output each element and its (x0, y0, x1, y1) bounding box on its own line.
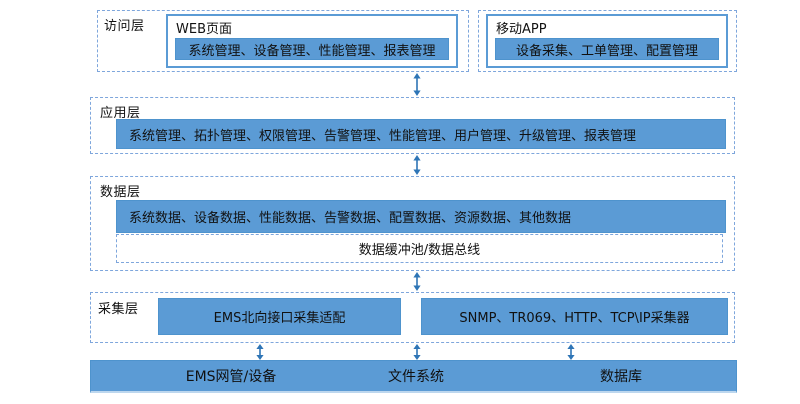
collection-layer-label: 采集层 (98, 302, 139, 317)
source-file-system-label: 文件系统 (388, 369, 444, 385)
mobile-app-title: 移动APP (496, 22, 547, 37)
bidirectional-arrow-icon (413, 344, 421, 360)
application-layer-container: 应用层 系统管理、拓扑管理、权限管理、告警管理、性能管理、用户管理、升级管理、报… (90, 97, 735, 154)
collection-layer-container: 采集层 EMS北向接口采集适配 SNMP、TR069、HTTP、TCP\IP采集… (90, 292, 735, 343)
mobile-app-box: 移动APP 设备采集、工单管理、配置管理 (486, 14, 728, 68)
bidirectional-arrow-icon (567, 344, 575, 360)
data-bus-box: 数据缓冲池/数据总线 (116, 234, 723, 263)
bidirectional-arrow-icon (256, 344, 264, 360)
bidirectional-arrow-icon (413, 155, 421, 175)
application-items-bar: 系统管理、拓扑管理、权限管理、告警管理、性能管理、用户管理、升级管理、报表管理 (116, 119, 726, 149)
protocol-collectors-box: SNMP、TR069、HTTP、TCP\IP采集器 (421, 298, 728, 335)
mobile-app-items-bar: 设备采集、工单管理、配置管理 (495, 38, 719, 60)
web-page-title: WEB页面 (176, 22, 232, 37)
source-database-label: 数据库 (600, 369, 642, 385)
mobile-app-container: 移动APP 设备采集、工单管理、配置管理 (478, 10, 737, 72)
access-layer-label: 访问层 (104, 19, 145, 34)
data-layer-label: 数据层 (100, 185, 141, 200)
access-layer-container: 访问层 WEB页面 系统管理、设备管理、性能管理、报表管理 (97, 10, 469, 72)
data-items-bar: 系统数据、设备数据、性能数据、告警数据、配置数据、资源数据、其他数据 (116, 200, 726, 233)
source-ems-devices-label: EMS网管/设备 (185, 369, 277, 385)
web-page-box: WEB页面 系统管理、设备管理、性能管理、报表管理 (166, 14, 458, 68)
application-layer-label: 应用层 (100, 106, 141, 121)
bidirectional-arrow-icon (413, 272, 421, 291)
bidirectional-arrow-icon (413, 73, 421, 96)
data-sources-bar: EMS网管/设备 文件系统 数据库 (90, 360, 737, 393)
ems-northbound-adapter-box: EMS北向接口采集适配 (158, 298, 401, 335)
data-layer-container: 数据层 系统数据、设备数据、性能数据、告警数据、配置数据、资源数据、其他数据 数… (90, 176, 735, 271)
web-page-items-bar: 系统管理、设备管理、性能管理、报表管理 (175, 38, 449, 60)
